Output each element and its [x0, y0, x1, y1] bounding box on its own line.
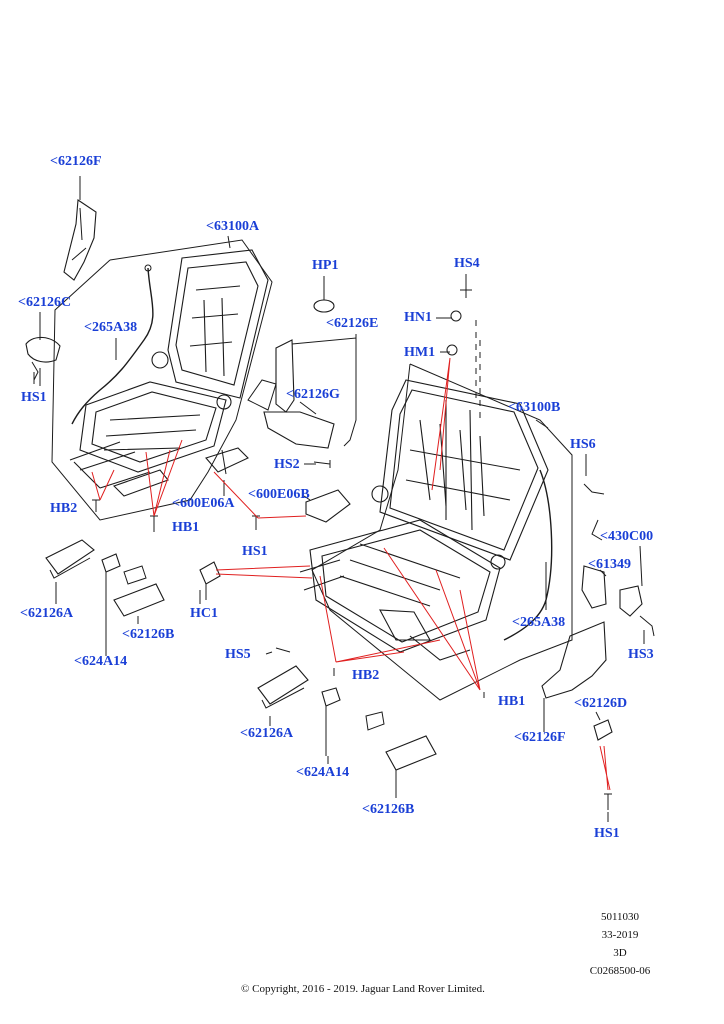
bracket-600E06A — [205, 447, 249, 473]
callout-430C00[interactable]: <430C00 — [600, 529, 654, 544]
callout-265A38-right[interactable]: <265A38 — [512, 615, 566, 630]
cover-62126B-left — [113, 583, 165, 617]
clip-HC1 — [199, 561, 221, 585]
callout-HB2-right[interactable]: HB2 — [352, 668, 380, 683]
callout-HM1[interactable]: HM1 — [404, 345, 436, 360]
callout-HB2-left[interactable]: HB2 — [50, 501, 78, 516]
callout-62126E[interactable]: <62126E — [326, 316, 379, 331]
callout-62126C[interactable]: <62126C — [18, 295, 72, 310]
callout-62126B-left[interactable]: <62126B — [122, 627, 175, 642]
left-harness-265A38 — [71, 267, 154, 425]
callout-63100A[interactable]: <63100A — [206, 219, 260, 234]
callout-62126D[interactable]: <62126D — [574, 696, 628, 711]
callout-624A14-right[interactable]: <624A14 — [296, 765, 350, 780]
right-seat-cushion-frame — [299, 519, 501, 661]
sensor-430C00 — [619, 585, 643, 617]
callout-62126A-left[interactable]: <62126A — [20, 606, 74, 621]
callout-61349[interactable]: <61349 — [588, 557, 631, 572]
callout-HS1-mid[interactable]: HS1 — [242, 544, 268, 559]
left-seat-enclosure — [51, 239, 273, 521]
callout-HS4[interactable]: HS4 — [454, 256, 480, 271]
right-seat-enclosure — [311, 363, 573, 701]
callout-HS1-left[interactable]: HS1 — [21, 390, 47, 405]
callout-265A38-left[interactable]: <265A38 — [84, 320, 138, 335]
callout-HN1[interactable]: HN1 — [404, 310, 432, 325]
callout-62126F[interactable]: <62126F — [50, 154, 102, 169]
trim-62126F — [63, 199, 97, 281]
callout-62126G[interactable]: <62126G — [286, 387, 340, 402]
cover-62126G — [263, 411, 335, 449]
left-seat-backrest — [151, 249, 269, 410]
reference-date: 33-2019 — [601, 929, 639, 941]
reference-number: 5011030 — [600, 911, 640, 923]
callout-HB1-left[interactable]: HB1 — [172, 520, 200, 535]
callout-600E06B[interactable]: <600E06B — [248, 487, 310, 502]
trim-62126F-right — [541, 621, 607, 699]
bracket-600E06B — [305, 489, 351, 523]
clip-624A14-right — [321, 687, 341, 707]
callout-HB1-right[interactable]: HB1 — [498, 694, 526, 709]
callout-HS1-right[interactable]: HS1 — [594, 826, 620, 841]
callout-63100B[interactable]: <63100B — [508, 400, 561, 415]
cover-62126B-right — [385, 735, 437, 771]
clip-62126C — [25, 336, 61, 363]
callout-HS5[interactable]: HS5 — [225, 647, 251, 662]
callout-600E06A[interactable]: <600E06A — [172, 496, 235, 511]
cover-62126A-left — [45, 539, 95, 575]
copyright-notice: © Copyright, 2016 - 2019. Jaguar Land Ro… — [241, 983, 485, 995]
clip-62126D — [593, 719, 613, 741]
callout-HP1[interactable]: HP1 — [312, 258, 339, 273]
clip-624A14-left — [101, 553, 121, 573]
cover-62126A-right — [257, 665, 309, 705]
callout-HC1[interactable]: HC1 — [190, 606, 218, 621]
callout-62126A-right[interactable]: <62126A — [240, 726, 294, 741]
reference-view: 3D — [613, 947, 627, 959]
callout-HS6[interactable]: HS6 — [570, 437, 596, 452]
left-seat-cushion-frame — [69, 381, 227, 497]
callout-62126F-right[interactable]: <62126F — [514, 730, 566, 745]
plug-HP1 — [313, 299, 335, 313]
cover-62126E — [275, 339, 295, 413]
callout-HS3[interactable]: HS3 — [628, 647, 654, 662]
callout-62126B-right[interactable]: <62126B — [362, 802, 415, 817]
callout-624A14-left[interactable]: <624A14 — [74, 654, 128, 669]
reference-code: C0268500-06 — [589, 965, 651, 977]
right-seat-backrest — [371, 379, 553, 641]
callout-HS2[interactable]: HS2 — [274, 457, 300, 472]
